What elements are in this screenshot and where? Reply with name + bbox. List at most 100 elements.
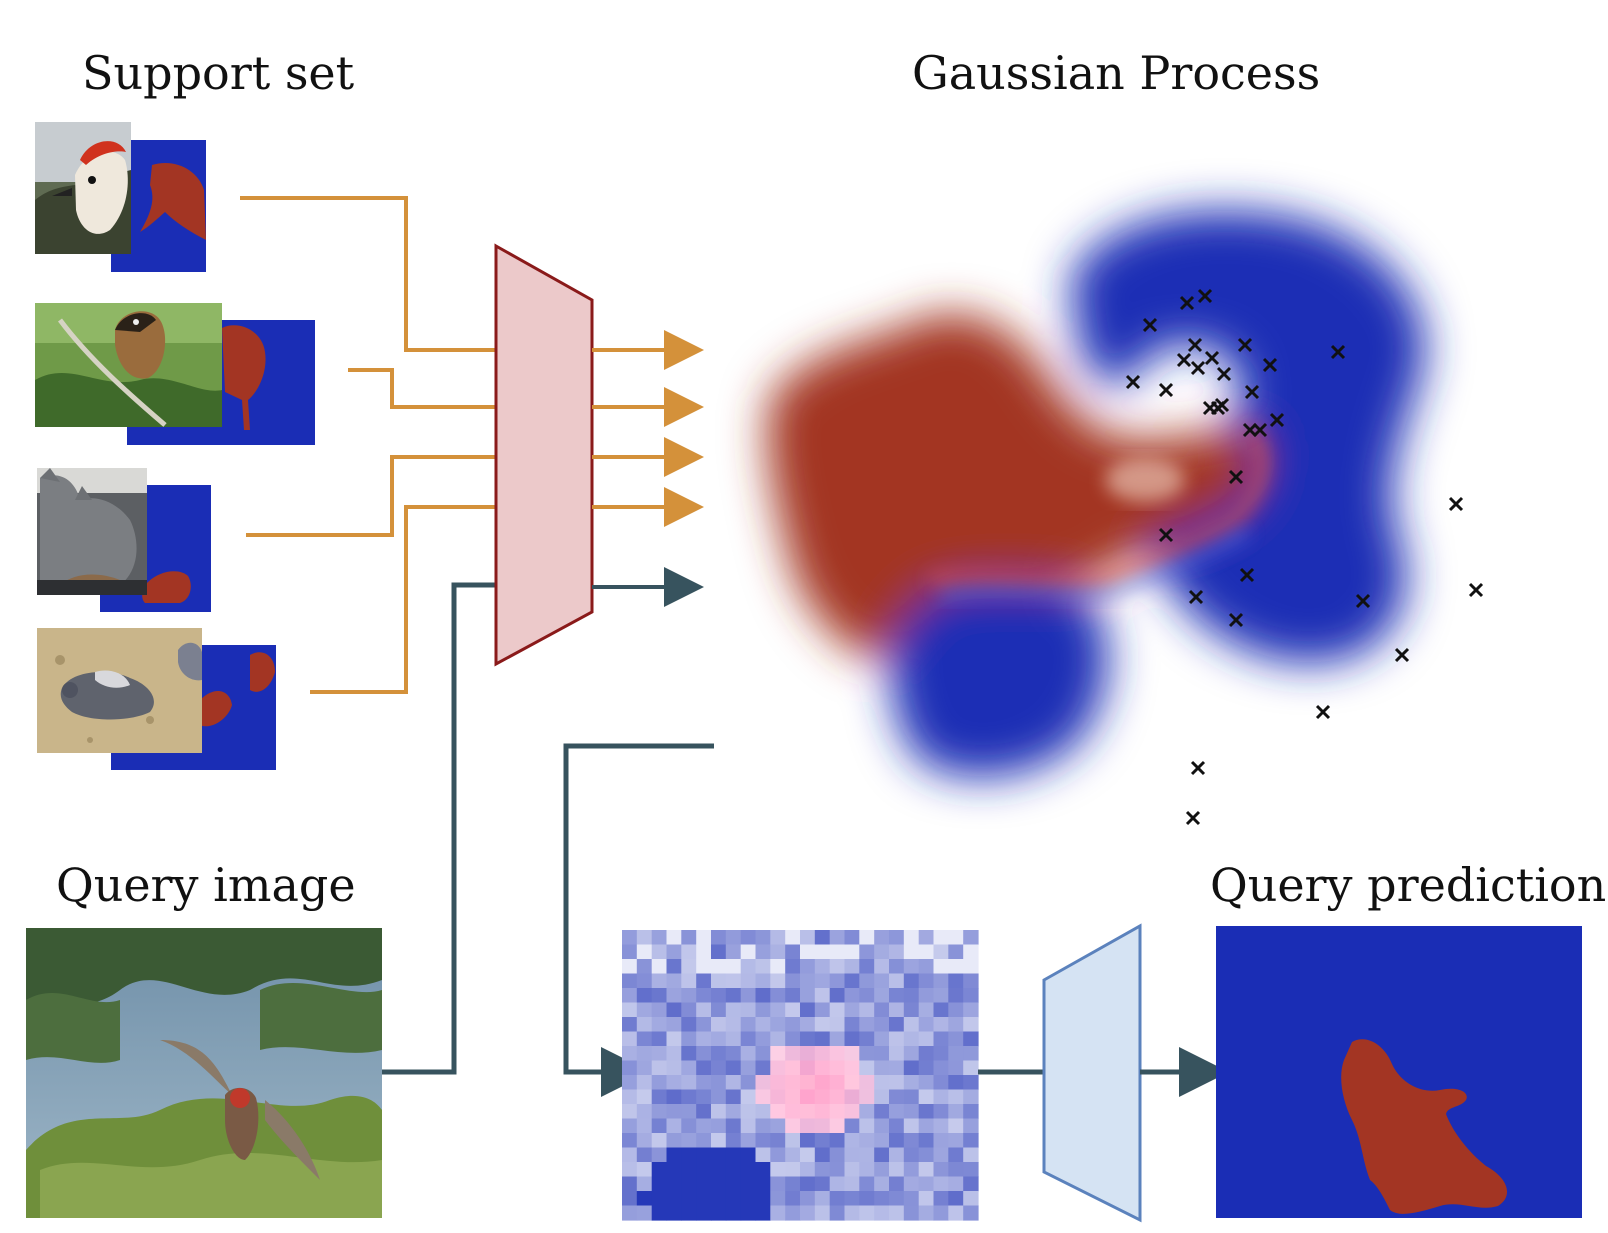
heatmap-cell — [755, 1118, 771, 1134]
heatmap-cell — [770, 1046, 786, 1062]
gp-point-marker — [1468, 582, 1484, 598]
heatmap-cell — [740, 1104, 757, 1120]
heatmap-cell — [933, 1104, 949, 1120]
heatmap-cell — [933, 1017, 949, 1033]
heatmap-cell — [903, 973, 920, 989]
heatmap-cell — [696, 930, 712, 946]
heatmap-cell — [622, 1060, 638, 1076]
heatmap-cell — [725, 944, 742, 960]
heatmap-cell — [770, 1031, 786, 1047]
heatmap-cell — [859, 1017, 875, 1033]
gp-point-marker — [1394, 647, 1410, 663]
gp-background-region-lower — [889, 573, 1109, 778]
heatmap-cell — [740, 1002, 757, 1018]
heatmap-cell — [725, 930, 742, 946]
heatmap-cell — [859, 1046, 875, 1062]
heatmap-cell — [666, 930, 682, 946]
heatmap-cell — [740, 973, 757, 989]
heatmap-cell — [874, 930, 890, 946]
heatmap-cell — [948, 1017, 964, 1033]
heatmap-cell — [933, 1075, 949, 1091]
heatmap-cell — [785, 1002, 801, 1018]
heatmap-cell — [933, 1133, 949, 1149]
gp-point-marker — [1142, 317, 1158, 333]
heatmap-cell — [711, 1118, 727, 1134]
heatmap-cell — [918, 1133, 935, 1149]
heatmap-cell — [844, 930, 860, 946]
heatmap-cell — [666, 1104, 682, 1120]
heatmap-cell — [755, 1046, 771, 1062]
gp-point-marker — [1228, 612, 1244, 628]
heatmap-cell — [814, 1104, 831, 1120]
gp-point-marker — [1204, 350, 1220, 366]
heatmap-cell — [948, 1191, 964, 1207]
heatmap-cell — [933, 1046, 949, 1062]
heatmap-cell — [800, 1118, 816, 1134]
heatmap-cell — [918, 1017, 935, 1033]
heatmap-cell — [725, 1118, 742, 1134]
heatmap-cell — [696, 1031, 712, 1047]
gp-point-marker — [1237, 337, 1253, 353]
heatmap-cell — [651, 959, 668, 975]
heatmap-cell — [948, 1162, 964, 1178]
heatmap-cell — [829, 1118, 846, 1134]
heatmap-cell — [889, 973, 905, 989]
heatmap-cell — [666, 1191, 682, 1207]
gp-point-marker — [1158, 527, 1174, 543]
heatmap-cell — [740, 1017, 757, 1033]
heatmap-cell — [755, 1060, 771, 1076]
heatmap-cell — [933, 959, 949, 975]
heatmap-cell — [711, 1017, 727, 1033]
heatmap-cell — [666, 1162, 682, 1178]
gp-point-marker — [1239, 567, 1255, 583]
heatmap-cell — [948, 1133, 964, 1149]
heatmap-cell — [844, 1205, 860, 1221]
heatmap-cell — [963, 1046, 979, 1062]
heatmap-cell — [829, 1031, 846, 1047]
heatmap-cell — [933, 1089, 949, 1105]
heatmap-cell — [859, 959, 875, 975]
support-example-kitten — [37, 468, 211, 612]
songbird-mask-foreground — [222, 325, 266, 430]
heatmap-cell — [889, 1017, 905, 1033]
heatmap-cell — [622, 930, 638, 946]
heatmap-cell — [918, 1089, 935, 1105]
heatmap-cell — [636, 1017, 653, 1033]
heatmap-cell — [622, 1002, 638, 1018]
heatmap-cell — [711, 1075, 727, 1091]
support-line-2 — [348, 368, 498, 409]
heatmap-cell — [829, 1017, 846, 1033]
heatmap-cell — [666, 1205, 682, 1221]
heatmap-cell — [800, 988, 816, 1004]
heatmap-cell — [903, 1017, 920, 1033]
heatmap-cell — [903, 1002, 920, 1018]
heatmap-cell — [711, 1031, 727, 1047]
gp-foreground-region — [767, 313, 1262, 660]
heatmap-cell — [622, 944, 638, 960]
heatmap-cell — [800, 1104, 816, 1120]
heatmap-cell — [844, 973, 860, 989]
heatmap-cell — [755, 973, 771, 989]
heatmap-cell — [829, 944, 846, 960]
heatmap-cell — [666, 1031, 682, 1047]
heatmap-cell — [829, 1089, 846, 1105]
heatmap-cell — [918, 1104, 935, 1120]
heatmap-cell — [636, 1191, 653, 1207]
gp-point-marker — [1315, 704, 1331, 720]
heatmap-cell — [859, 988, 875, 1004]
heatmap-cell — [859, 1075, 875, 1091]
heatmap-cell — [814, 1046, 831, 1062]
heatmap-cell — [785, 944, 801, 960]
gp-point-marker — [1210, 400, 1226, 416]
gp-point-marker — [1330, 344, 1346, 360]
heatmap-cell — [889, 1176, 905, 1192]
heatmap-cell — [918, 1162, 935, 1178]
support-set-title: Support set — [82, 46, 355, 100]
heatmap-cell — [933, 930, 949, 946]
heatmap-cell — [918, 1191, 935, 1207]
heatmap-cell — [844, 1162, 860, 1178]
gp-uncertain-spot — [1105, 458, 1185, 502]
heatmap-cell — [844, 1133, 860, 1149]
heatmap-cell — [740, 1133, 757, 1149]
heatmap-cell — [844, 1002, 860, 1018]
